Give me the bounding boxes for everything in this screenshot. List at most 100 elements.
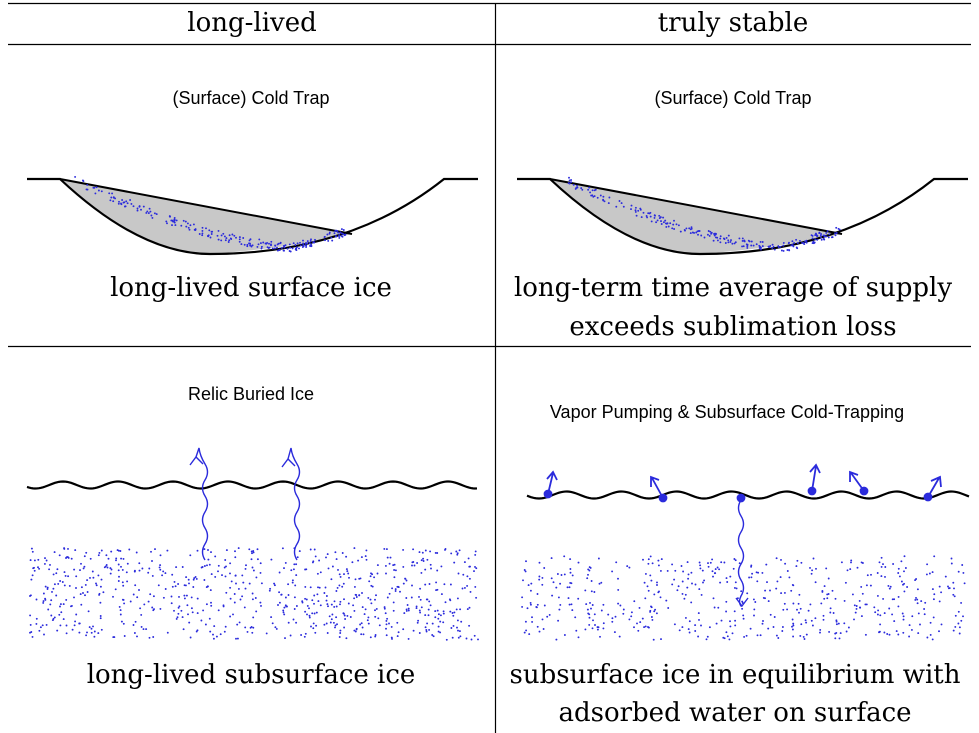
ice-dot xyxy=(142,628,145,631)
vapor-arrow xyxy=(287,447,301,561)
ice-dot xyxy=(459,608,462,611)
ice-dot xyxy=(654,214,656,217)
ice-dot xyxy=(952,581,955,584)
ice-dot xyxy=(52,587,55,590)
ice-dot xyxy=(902,615,905,618)
ice-dot xyxy=(764,597,766,600)
ice-dot xyxy=(698,618,700,621)
ice-dot xyxy=(419,598,422,601)
ice-dot xyxy=(63,547,66,550)
ice-dot xyxy=(151,574,154,577)
ice-dot xyxy=(193,577,196,580)
ice-dot xyxy=(217,609,220,612)
ice-dot xyxy=(233,601,236,604)
ice-dot xyxy=(383,607,386,610)
ice-dot xyxy=(746,592,749,595)
ice-dot xyxy=(391,637,393,640)
ice-dot xyxy=(347,572,350,575)
ice-dot xyxy=(575,629,578,632)
ice-dot xyxy=(303,635,306,638)
ice-dot xyxy=(628,618,631,621)
ice-dot xyxy=(384,564,387,567)
ice-dot xyxy=(751,572,754,575)
ice-dot xyxy=(170,595,173,598)
ice-dot xyxy=(529,601,532,604)
ice-dot xyxy=(570,582,573,585)
ice-dot xyxy=(183,597,186,600)
ice-dot xyxy=(536,593,539,595)
ice-dot xyxy=(443,583,446,586)
crater-ice-shadow-fill xyxy=(550,179,842,254)
ice-dot xyxy=(710,232,713,235)
ice-dot xyxy=(903,555,906,558)
ice-dot xyxy=(346,570,349,573)
ice-dot xyxy=(100,628,103,631)
ice-dot xyxy=(593,189,596,192)
ice-dot xyxy=(792,622,795,625)
ice-dot xyxy=(771,243,774,246)
ice-dot xyxy=(569,558,572,561)
ice-dot xyxy=(308,616,311,619)
ice-dot xyxy=(374,598,376,601)
ice-dot xyxy=(892,563,895,565)
ice-dot xyxy=(754,601,757,603)
ice-dot xyxy=(288,243,291,246)
ice-dot xyxy=(338,636,341,638)
ice-dot xyxy=(392,609,395,612)
ice-dot xyxy=(211,230,214,233)
vapor-arrow xyxy=(737,499,745,607)
ice-dot xyxy=(370,602,373,605)
ice-dot xyxy=(642,558,644,561)
ice-dot xyxy=(458,630,461,633)
ice-dot xyxy=(860,585,863,588)
ice-dot xyxy=(650,616,653,618)
ice-dot xyxy=(688,620,691,623)
ice-dot xyxy=(449,610,452,613)
ice-dot xyxy=(222,604,225,607)
ice-dot xyxy=(761,241,764,243)
ice-dot xyxy=(660,638,662,641)
ground-surface-line xyxy=(26,480,478,490)
ice-dot xyxy=(42,600,45,603)
ice-dot xyxy=(314,631,317,634)
ice-dot xyxy=(107,557,110,560)
ice-dot xyxy=(282,249,285,252)
ice-dot xyxy=(820,602,823,605)
ice-dot xyxy=(201,234,204,237)
ice-dot xyxy=(51,619,54,622)
ice-dot xyxy=(585,603,588,606)
ice-dot xyxy=(780,558,782,561)
ice-dot xyxy=(652,638,655,641)
ice-dot xyxy=(299,241,301,244)
ice-dot xyxy=(929,633,932,636)
ice-dot xyxy=(242,237,245,239)
ice-dot xyxy=(53,583,56,586)
ice-dot xyxy=(188,582,190,585)
ice-dot xyxy=(411,561,414,564)
ice-dot xyxy=(777,637,780,639)
ice-dot xyxy=(538,578,541,581)
ice-dot xyxy=(815,567,817,570)
ice-dot xyxy=(31,635,34,638)
ice-dot xyxy=(43,633,45,636)
ice-dot xyxy=(460,620,463,623)
ice-dot xyxy=(146,210,149,213)
ice-dot xyxy=(733,610,736,613)
ice-dot xyxy=(271,247,274,250)
ice-dot xyxy=(831,236,834,239)
ice-dot xyxy=(750,240,753,243)
ice-dot xyxy=(98,551,101,554)
ice-dot xyxy=(313,548,316,551)
ice-dot xyxy=(217,238,220,241)
ice-dot xyxy=(123,201,126,204)
ice-dot xyxy=(149,210,152,213)
ice-dot xyxy=(916,602,919,605)
ice-dot xyxy=(442,610,445,613)
adsorbed-water-molecules xyxy=(543,463,942,503)
ice-dot xyxy=(598,582,601,585)
ice-dot xyxy=(417,619,420,622)
ice-dot xyxy=(566,586,569,589)
ice-dot xyxy=(864,603,867,606)
ice-dot xyxy=(33,566,35,569)
ice-dot xyxy=(647,558,650,561)
